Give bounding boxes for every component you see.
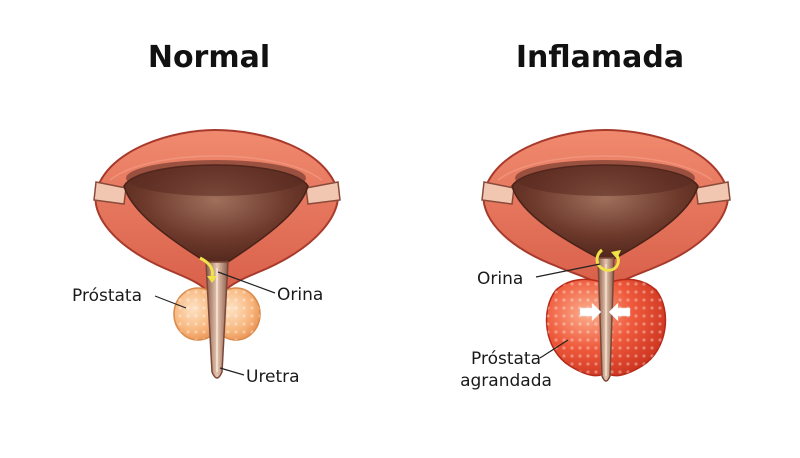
urethra-inflamed [597,257,615,382]
label-urine-normal: Orina [277,285,324,305]
label-prostate-inflamed-line2: agrandada [460,371,552,391]
title-inflamed: Inflamada [515,40,685,75]
label-urethra-normal: Uretra [246,367,300,387]
leader-prostata-inflamed [539,339,569,359]
flow-arrow-inflamed [595,248,620,272]
bladder-inflamed [481,128,731,287]
urethra-normal [205,261,229,379]
bladder-normal [93,128,341,293]
leader-prostata-normal [154,295,187,309]
leader-uretra-normal [219,367,245,376]
label-prostate-inflamed-line1: Próstata [471,349,541,369]
leader-orina-normal [217,271,276,294]
flow-arrowhead-inflamed [611,250,621,259]
leader-orina-inflamed [535,263,601,278]
flow-arrowhead-normal [207,276,217,283]
label-prostate-normal: Próstata [72,286,142,306]
label-urine-inflamed: Orina [477,269,524,289]
title-normal: Normal [147,40,271,75]
compression-arrow-left [579,302,602,322]
compression-arrow-right [608,302,631,322]
flow-arrow-normal [199,256,214,277]
label-prostate-inflamed: Próstata agrandada [453,348,559,392]
